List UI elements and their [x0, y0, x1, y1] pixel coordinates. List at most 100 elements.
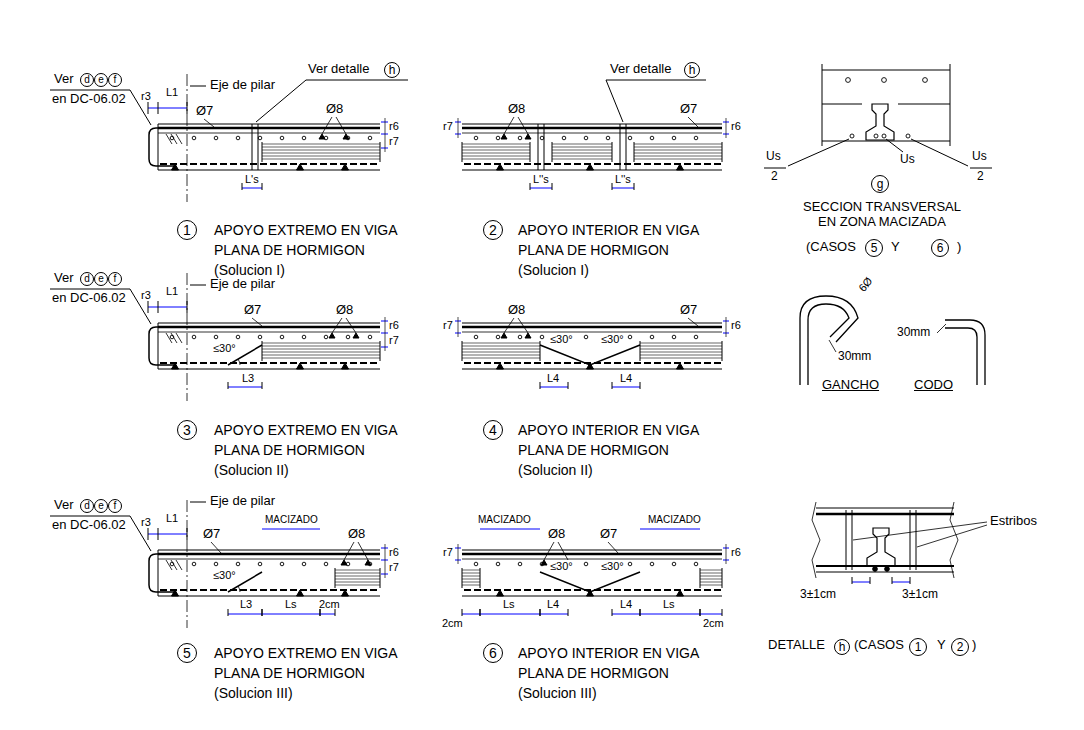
- filler-block: [462, 573, 480, 574]
- drawing-label: L1: [166, 285, 178, 298]
- cover-line: [726, 544, 727, 564]
- joist-edge: [262, 341, 263, 361]
- rebar-dot: [923, 78, 928, 83]
- drawing-label: (CASOS: [806, 240, 856, 255]
- rebar-dot: [650, 562, 654, 566]
- leader-line: [130, 516, 151, 551]
- angle-arc: [238, 359, 240, 365]
- support-mark: [677, 590, 684, 596]
- reference-letter: d: [84, 75, 90, 85]
- slab-top: [462, 323, 722, 324]
- joist-edge: [722, 142, 723, 162]
- joist-edge: [722, 568, 723, 588]
- wall-line: [950, 64, 951, 146]
- bent-bar: [540, 572, 640, 592]
- rebar-dot: [258, 562, 262, 566]
- detail-h-bar: [252, 124, 253, 170]
- break-line: [950, 502, 958, 578]
- drawing-label: 3±1cm: [800, 588, 836, 602]
- column-axis: [187, 273, 188, 401]
- dimension-line: [228, 614, 262, 615]
- joist-edge: [380, 142, 381, 162]
- support-mark: [297, 363, 304, 369]
- pointer-mark: [541, 560, 547, 565]
- drawing-label: r6: [389, 120, 399, 133]
- drawing-label: r7: [389, 334, 399, 347]
- leader-line: [911, 139, 968, 166]
- bottom-bar: [464, 163, 722, 165]
- drawing-label: Ø7: [203, 527, 220, 542]
- drawing-label: Ø7: [680, 102, 697, 117]
- support-mark: [677, 164, 684, 170]
- reference-letter: 5: [183, 646, 191, 660]
- dimension-line: [612, 387, 640, 388]
- rebar-dot: [192, 136, 196, 140]
- leader-line: [558, 542, 568, 560]
- rebar-dot: [474, 136, 478, 140]
- filler-block: [335, 579, 380, 580]
- rebar-dot: [346, 335, 350, 339]
- drawing-label: r3: [141, 90, 151, 103]
- joist-edge: [722, 341, 723, 361]
- filler-block: [335, 585, 380, 586]
- slab-edge: [158, 550, 159, 596]
- drawing-label: r6: [731, 319, 741, 332]
- filler-block: [634, 147, 722, 148]
- stirrup: [846, 510, 847, 570]
- cover-line: [385, 544, 386, 578]
- filler-block: [700, 570, 722, 571]
- pointer-mark: [525, 333, 531, 338]
- rebar-dot: [882, 78, 887, 83]
- leader-line: [544, 542, 554, 560]
- hook-bar: [149, 327, 178, 365]
- dimension-line: [148, 534, 187, 535]
- cover-tick: [381, 134, 388, 135]
- drawing-label: r6: [731, 546, 741, 559]
- dimension-tick: [640, 382, 641, 389]
- rebar-dot: [368, 335, 372, 339]
- joist-edge: [700, 568, 701, 588]
- leader-line: [204, 119, 214, 127]
- filler-block: [335, 573, 380, 574]
- support-mark: [497, 164, 504, 170]
- drawing-label: MACIZADO: [648, 514, 701, 526]
- drawing-label: r6: [731, 120, 741, 133]
- top-bar: [158, 127, 380, 130]
- rebar-dot: [214, 562, 218, 566]
- reference-letter: h: [389, 64, 396, 76]
- filler-block: [634, 150, 722, 151]
- filler-block: [552, 159, 612, 160]
- reference-letter: e: [98, 274, 104, 284]
- support-mark: [342, 590, 349, 596]
- filler-block: [634, 144, 722, 145]
- filler-block: [262, 153, 380, 154]
- dimension-line: [700, 614, 722, 615]
- pointer-mark: [341, 560, 347, 565]
- joist-section: [867, 528, 895, 566]
- drawing-label: Ver: [54, 271, 74, 286]
- filler-block: [462, 150, 530, 151]
- drawing-label: ≤30°: [549, 333, 574, 346]
- drawing-label: Us: [766, 150, 781, 164]
- dimension-tick: [530, 183, 531, 190]
- drawing-label: Ø7: [600, 527, 617, 542]
- reference-letter: 3: [183, 423, 191, 437]
- drawing-label: L4: [620, 372, 632, 385]
- pointer-mark: [501, 134, 507, 139]
- mesh-line: [462, 332, 722, 333]
- filler-block: [552, 144, 612, 145]
- filler-block: [262, 150, 380, 151]
- drawing-label: L4: [547, 372, 559, 385]
- dimension-tick: [187, 102, 188, 114]
- drawing-label: Ø7: [196, 104, 213, 119]
- detail-h-bar: [258, 124, 259, 170]
- rebar-dot: [628, 335, 632, 339]
- drawing-label: 2: [771, 170, 778, 184]
- reference-letter: 5: [871, 242, 878, 254]
- drawing-label: ≤30°: [600, 333, 625, 346]
- filler-block: [700, 585, 722, 586]
- dimension-tick: [640, 609, 641, 616]
- dimension-tick: [158, 102, 159, 114]
- drawing-label: Ls: [285, 598, 297, 611]
